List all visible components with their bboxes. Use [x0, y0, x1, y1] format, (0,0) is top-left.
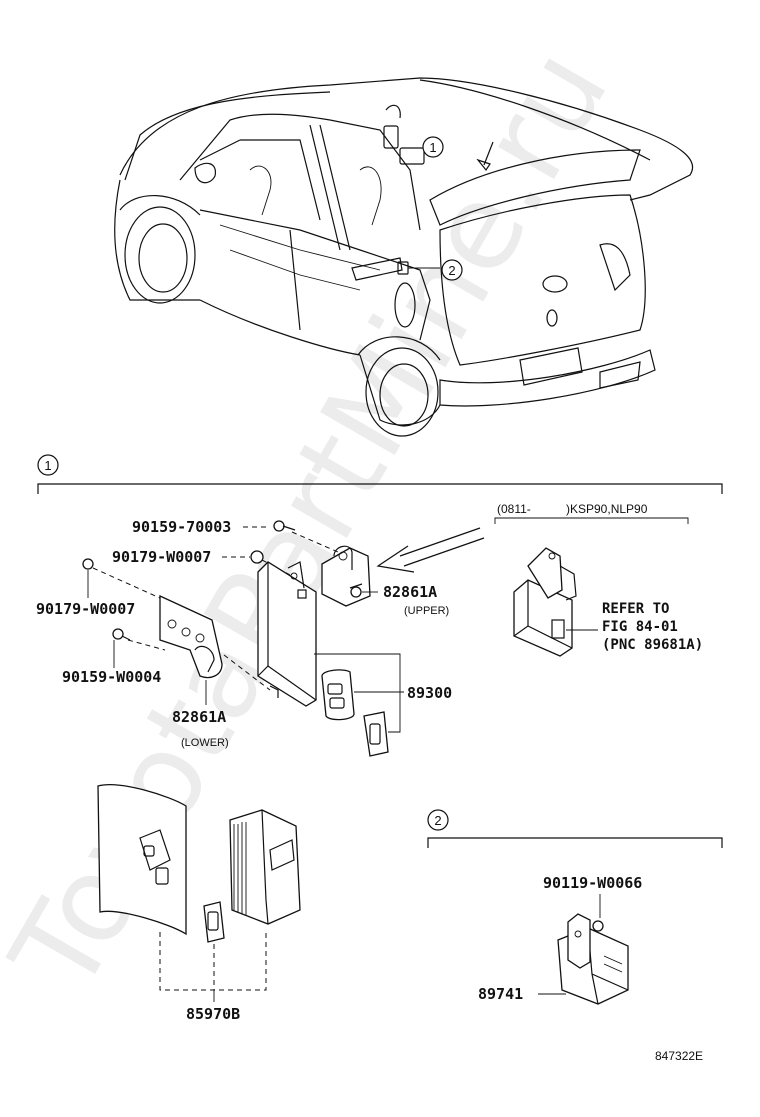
label-90179-W0007-top: 90179-W0007: [112, 548, 211, 566]
bolt-icon: [592, 920, 604, 932]
section-2-number: 2: [434, 813, 441, 828]
section-1: 1 (0811- )KSP90,NLP90 90159-70003 90179-…: [36, 454, 723, 1023]
section-2: 2 90119-W0066 89741: [427, 809, 723, 1005]
variant-range-start: (0811-: [497, 502, 531, 516]
nut-icon: [250, 550, 264, 564]
callout-1-marker: 1: [422, 136, 444, 158]
upper-note: (UPPER): [404, 605, 449, 617]
label-89300: 89300: [407, 684, 452, 702]
label-82861A-upper: 82861A: [383, 583, 437, 601]
callout-2-marker: 2: [441, 259, 463, 281]
label-90119-W0066: 90119-W0066: [543, 874, 642, 892]
callout-2-number: 2: [448, 263, 455, 278]
nut-icon: [82, 558, 94, 570]
label-89741: 89741: [478, 985, 523, 1003]
label-90179-W0007-left: 90179-W0007: [36, 600, 135, 618]
refer-line-2: FIG 84-01: [602, 619, 678, 635]
lower-note: (LOWER): [181, 737, 229, 749]
label-90159-W0004: 90159-W0004: [62, 668, 161, 686]
variant-range-end: )KSP90,NLP90: [566, 502, 648, 516]
key-card-part: [203, 901, 225, 943]
manual-card-part: [97, 784, 187, 936]
manual-book-part: [229, 809, 301, 925]
car-illustration: [114, 77, 694, 437]
label-85970B: 85970B: [186, 1005, 240, 1023]
key-fob-part: [321, 669, 355, 721]
smart-key-ecu-part: [257, 561, 317, 707]
variant-ecu-part: [513, 547, 577, 657]
refer-line-3: (PNC 89681A): [602, 637, 703, 653]
refer-line-1: REFER TO: [602, 601, 669, 617]
lower-bracket-part: [159, 594, 223, 679]
screw-icon: [112, 628, 131, 641]
label-82861A-lower: 82861A: [172, 708, 226, 726]
screw-icon: [273, 520, 296, 532]
key-blade-part: [363, 711, 389, 757]
label-90159-70003: 90159-70003: [132, 518, 231, 536]
watermark: ToyotaPartMine.ru: [0, 27, 635, 1015]
upper-bracket-part: [321, 545, 371, 607]
relay-unit-part: [557, 913, 629, 1005]
callout-1-number: 1: [429, 140, 436, 155]
illustration-code: 847322E: [655, 1049, 703, 1063]
section-1-number: 1: [44, 458, 51, 473]
